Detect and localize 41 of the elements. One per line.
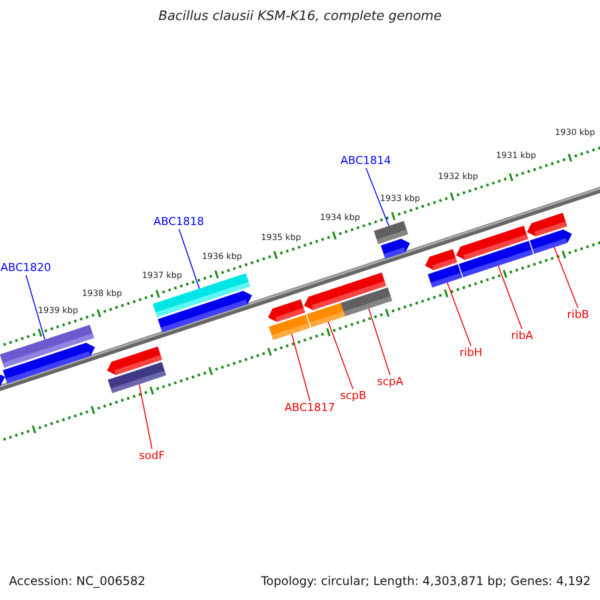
leader-line xyxy=(366,168,390,226)
leader-line xyxy=(138,384,152,450)
gene-feature xyxy=(0,324,94,368)
gene-feature xyxy=(530,230,572,254)
map-title: Bacillus clausii KSM-K16, complete genome xyxy=(158,10,442,24)
gene-feature xyxy=(340,287,392,316)
gene-label: sodF xyxy=(139,450,165,462)
gene-label: scpA xyxy=(377,376,404,388)
gene-feature xyxy=(374,221,408,244)
gene-label: ribB xyxy=(567,309,590,322)
accession-text: Accession: NC_006582 xyxy=(9,575,146,588)
scale-label: 1936 kbp xyxy=(202,252,242,262)
leader-line xyxy=(368,308,390,376)
genome-info-text: Topology: circular; Length: 4,303,871 bp; Genes: 4,192 xyxy=(261,575,591,588)
gene-label: ABC1820 xyxy=(0,262,52,274)
gene-label: ABC1817 xyxy=(284,402,336,414)
scale-label: 1934 kbp xyxy=(320,214,360,223)
leader-line xyxy=(26,274,46,340)
scale-label: 1931 kbp xyxy=(496,152,536,161)
scale-label: 1939 kbp xyxy=(38,306,78,316)
gene-feature xyxy=(268,314,310,340)
scale-label: 1935 kbp xyxy=(261,234,302,243)
leader-line xyxy=(446,282,472,346)
scale-label: 1930 kbp xyxy=(555,128,596,138)
scale-label: 1937 kbp xyxy=(142,272,182,281)
gene-label: ABC1814 xyxy=(340,155,392,168)
leader-line xyxy=(328,321,354,390)
gene-label: scpB xyxy=(340,390,366,402)
leader-line xyxy=(554,246,578,308)
gene-label: ribA xyxy=(511,330,534,342)
leader-line xyxy=(178,228,200,290)
scale-label: 1932 kbp xyxy=(438,172,478,182)
scale-label: 1933 kbp xyxy=(380,194,420,204)
gene-feature xyxy=(306,302,346,328)
gene-feature xyxy=(428,264,462,288)
gene-feature xyxy=(458,240,534,278)
gene-label: ribH xyxy=(460,347,482,360)
gene-label: ABC1818 xyxy=(154,216,204,228)
scale-label: 1938 kbp xyxy=(82,290,122,299)
leader-line xyxy=(498,265,522,330)
gene-feature xyxy=(108,362,166,394)
